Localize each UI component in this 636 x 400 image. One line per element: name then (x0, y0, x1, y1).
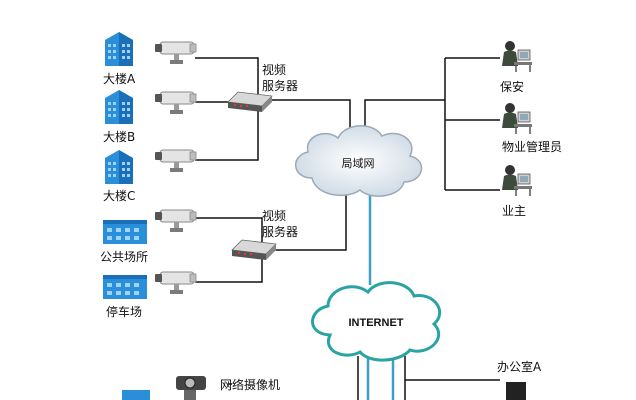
internet-uplinks (366, 195, 395, 400)
building-b-icon (105, 90, 133, 124)
owner-label: 业主 (501, 204, 527, 218)
security-label: 保安 (499, 80, 525, 94)
parking-icon (103, 275, 147, 299)
parking-label: 停车场 (106, 305, 143, 319)
building-c-label: 大楼C (103, 189, 136, 203)
owner-user-icon (501, 164, 533, 197)
internet-cloud (311, 281, 442, 362)
public-area-label: 公共场所 (100, 250, 149, 264)
video-server-icon (231, 239, 277, 261)
property-manager-user-icon (501, 102, 533, 135)
video-server-1-line1: 视频 (262, 63, 287, 77)
building-icon-partial (122, 390, 150, 400)
video-server-2-line1: 视频 (262, 209, 287, 223)
connection-lines (195, 57, 500, 400)
network-camera-icon (176, 376, 206, 400)
property-manager-label: 物业管理员 (501, 140, 563, 154)
camera-icon (154, 41, 197, 65)
internet-label: INTERNET (348, 317, 404, 329)
building-a-label: 大楼A (103, 72, 136, 86)
video-server-1-line2: 服务器 (262, 79, 299, 93)
video-server-2-line2: 服务器 (262, 225, 299, 239)
building-c-icon (105, 150, 133, 184)
video-server-icon (227, 91, 273, 113)
camera-icon (154, 271, 197, 295)
camera-icon (154, 209, 197, 233)
camera-icon (154, 91, 197, 115)
video-server-1-label: 视频 服务器 (262, 62, 298, 94)
public-area-icon (103, 220, 147, 244)
building-a-icon (105, 32, 133, 66)
office-computer-icon (506, 382, 526, 400)
video-server-2-label: 视频 服务器 (262, 208, 298, 240)
lan-label: 局域网 (341, 157, 375, 170)
lan-cloud (295, 125, 423, 197)
network-camera-label: 网络摄像机 (220, 378, 281, 392)
office-a-label: 办公室A (497, 360, 542, 374)
camera-icon (154, 149, 197, 173)
security-user-icon (501, 40, 533, 73)
building-b-label: 大楼B (103, 130, 136, 144)
